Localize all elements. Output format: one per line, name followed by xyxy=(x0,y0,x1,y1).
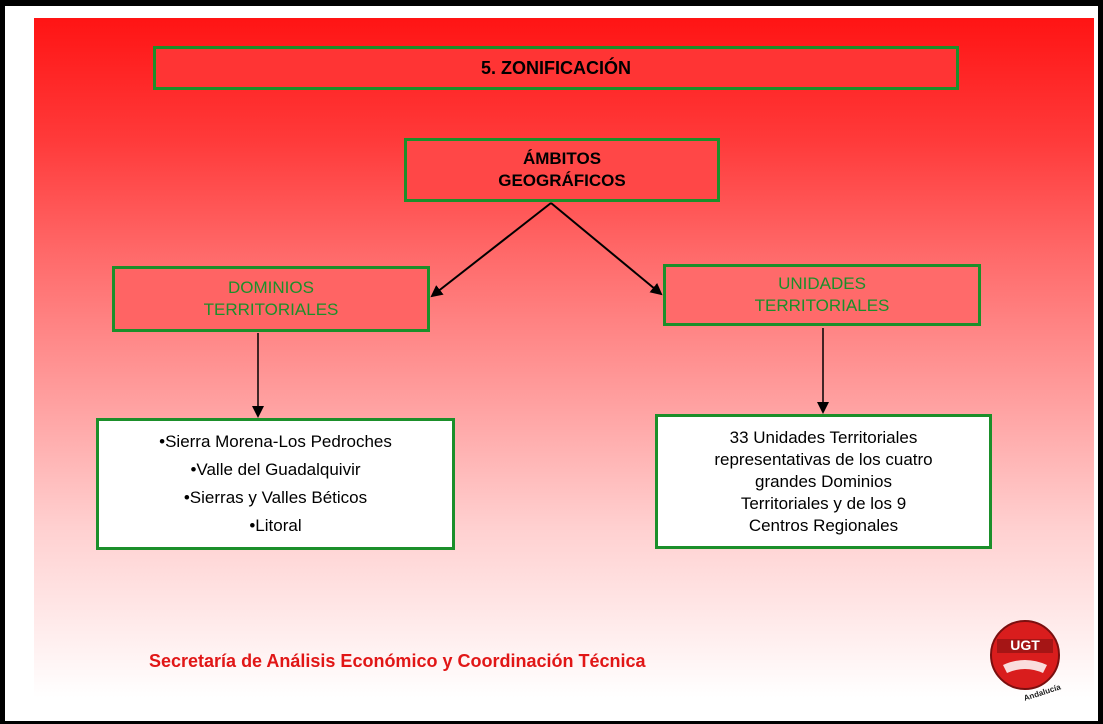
unidades-label: UNIDADES TERRITORIALES xyxy=(754,274,890,315)
dominio-item: •Sierra Morena-Los Pedroches xyxy=(159,432,392,451)
root-node-label: ÁMBITOS GEOGRÁFICOS xyxy=(498,149,626,190)
dominio-item: •Sierras y Valles Béticos xyxy=(183,488,368,507)
unidades-description: 33 Unidades Territoriales representativa… xyxy=(714,427,933,535)
dominios-list-box: •Sierra Morena-Los Pedroches •Valle del … xyxy=(96,418,455,550)
node-unidades-territoriales: UNIDADES TERRITORIALES xyxy=(663,264,981,326)
page-title: 5. ZONIFICACIÓN xyxy=(480,57,631,78)
dominios-label: DOMINIOS TERRITORIALES xyxy=(203,278,339,319)
dominio-item: •Valle del Guadalquivir xyxy=(190,460,361,479)
arrow-root-to-unidades xyxy=(550,202,663,296)
slide-background xyxy=(34,18,1094,698)
logo-text: UGT xyxy=(1010,637,1040,653)
node-dominios-territoriales: DOMINIOS TERRITORIALES xyxy=(112,266,430,332)
ugt-logo-icon: UGT Andalucía xyxy=(990,620,1062,703)
title-box: 5. ZONIFICACIÓN xyxy=(153,46,959,90)
dominio-item: •Litoral xyxy=(249,516,302,535)
unidades-description-box: 33 Unidades Territoriales representativa… xyxy=(655,414,992,549)
footer-text: Secretaría de Análisis Económico y Coord… xyxy=(149,651,646,671)
root-node-ambitos: ÁMBITOS GEOGRÁFICOS xyxy=(404,138,720,202)
arrow-root-to-dominios xyxy=(430,202,552,298)
